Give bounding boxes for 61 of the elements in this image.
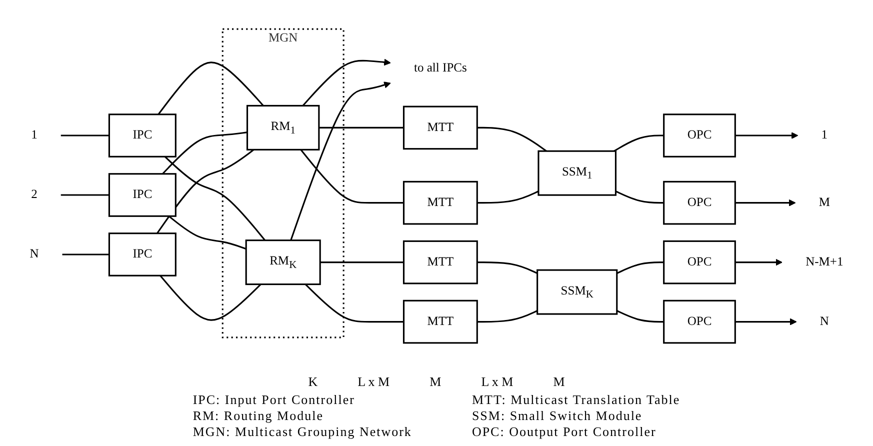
node-text: 2 (31, 188, 38, 202)
node-text: N (30, 247, 39, 261)
connector (300, 149, 404, 204)
connector (164, 156, 266, 241)
note-text: IPC: Input Port Controller (192, 392, 356, 408)
arrow (735, 199, 796, 206)
node-box: MTT (402, 180, 478, 225)
node-text: N (820, 314, 829, 328)
connector (62, 254, 110, 256)
note-text: M (430, 374, 442, 390)
note-text: L x M (358, 374, 390, 390)
node-box: OPC (663, 114, 736, 158)
connector (60, 134, 110, 136)
node-text: M (818, 196, 830, 210)
note-text: M (553, 374, 565, 390)
connector (60, 194, 110, 196)
node-box: SSM$_{K}$ (536, 269, 618, 315)
connector (615, 190, 664, 204)
connector (616, 310, 664, 323)
arrow (735, 258, 782, 266)
node-box: IPC (108, 173, 176, 217)
node-box: RM$_{1}$ (246, 104, 320, 150)
connector (168, 216, 246, 250)
arrow (302, 58, 391, 106)
node-box: MTT (402, 300, 478, 344)
node-box: OPC (663, 180, 736, 225)
note-text: K (308, 374, 318, 390)
connector (156, 149, 254, 234)
node-box: IPC (108, 114, 176, 158)
arrow (290, 82, 391, 241)
node-box: IPC (108, 232, 176, 276)
node-box: SSM$_{1}$ (538, 150, 616, 196)
connector (304, 284, 404, 323)
node-text: 1 (821, 128, 828, 142)
note-text: MGN: Multicast Grouping Network (192, 424, 412, 440)
connector (477, 126, 547, 152)
node-text: to all IPCs (414, 61, 467, 74)
node-text: N-M+1 (806, 255, 844, 269)
connector (477, 262, 538, 274)
connector (477, 310, 538, 323)
arrow (735, 318, 797, 326)
node-box: OPC (663, 300, 736, 344)
connector (318, 126, 404, 128)
arrow (735, 132, 798, 139)
connector (320, 262, 404, 264)
note-text: MTT: Multicast Translation Table (472, 392, 680, 408)
connector (614, 134, 664, 152)
connector (158, 62, 264, 115)
node-box: RM$_{K}$ (245, 240, 321, 286)
node-box: MTT (402, 106, 478, 150)
node-box: MTT (402, 240, 478, 284)
node-box: OPC (663, 240, 736, 284)
connector (477, 190, 539, 204)
note-text: SSM: Small Switch Module (472, 408, 644, 424)
connector (616, 262, 664, 274)
node-text: 1 (31, 128, 38, 142)
note-text: L x M (481, 374, 514, 390)
connector (160, 275, 262, 321)
note-text: RM: Routing Module (192, 408, 324, 424)
connector (162, 132, 248, 174)
note-text: OPC: Ooutput Port Controller (472, 424, 658, 440)
